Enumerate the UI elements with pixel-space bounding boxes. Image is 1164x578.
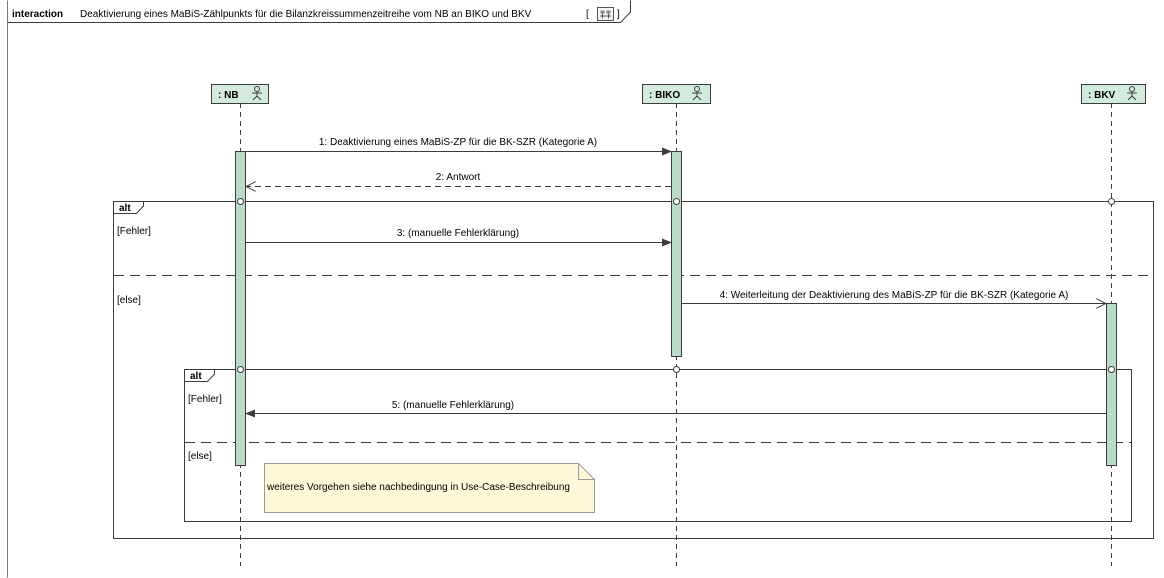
alt-operator-label: alt bbox=[190, 371, 202, 382]
lifeline-bkv[interactable]: : BKV bbox=[1081, 84, 1146, 104]
message-2-label: 2: Antwort bbox=[436, 172, 481, 183]
message-5[interactable]: 5: (manuelle Fehlerklärung) bbox=[245, 400, 1106, 418]
message-4-label: 4: Weiterleitung der Deaktivierung des M… bbox=[720, 290, 1069, 301]
activation-bkv bbox=[1106, 303, 1117, 466]
actor-icon bbox=[692, 86, 702, 101]
message-5-label: 5: (manuelle Fehlerklärung) bbox=[392, 400, 514, 411]
guard-fehler: [Fehler] bbox=[188, 394, 222, 405]
alt-operator-label: alt bbox=[119, 203, 131, 214]
fragment-gates bbox=[237, 198, 1115, 373]
diagram-icon[interactable] bbox=[597, 7, 614, 21]
actor-icon bbox=[252, 86, 262, 101]
message-4[interactable]: 4: Weiterleitung der Deaktivierung des M… bbox=[681, 290, 1106, 304]
lifeline-bkv-label: : BKV bbox=[1088, 90, 1116, 101]
alt-fragment-outer: alt [Fehler] [else] bbox=[113, 201, 1154, 539]
lifeline-biko[interactable]: : BIKO bbox=[642, 84, 711, 104]
frame-keyword: interaction bbox=[12, 9, 63, 20]
message-2[interactable]: 2: Antwort bbox=[246, 172, 671, 187]
lifeline-biko-label: : BIKO bbox=[649, 90, 680, 101]
message-1-label: 1: Deaktivierung eines MaBiS-ZP für die … bbox=[319, 137, 597, 148]
frame-bracket-open: [ bbox=[586, 9, 589, 20]
guard-else: [else] bbox=[117, 295, 141, 306]
lifeline-nb[interactable]: : NB bbox=[211, 84, 269, 104]
interaction-frame: interaction Deaktivierung eines MaBiS-Zä… bbox=[7, 0, 631, 578]
actor-icon bbox=[1127, 86, 1137, 101]
note[interactable] bbox=[264, 463, 595, 513]
message-1[interactable]: 1: Deaktivierung eines MaBiS-ZP für die … bbox=[245, 137, 672, 156]
message-3[interactable]: 3: (manuelle Fehlerklärung) bbox=[245, 228, 672, 247]
guard-fehler: [Fehler] bbox=[117, 226, 151, 237]
alt-fragment-inner: alt [Fehler] [else] bbox=[184, 369, 1132, 522]
note-text: weiteres Vorgehen siehe nachbedingung in… bbox=[267, 482, 570, 493]
guard-else: [else] bbox=[188, 451, 212, 462]
lifeline-nb-label: : NB bbox=[218, 90, 239, 101]
activation-biko bbox=[671, 151, 682, 357]
frame-title: Deaktivierung eines MaBiS-Zählpunkts für… bbox=[80, 9, 532, 20]
message-3-label: 3: (manuelle Fehlerklärung) bbox=[397, 228, 519, 239]
frame-bracket-close: ] bbox=[617, 9, 620, 20]
activation-nb bbox=[235, 151, 246, 466]
